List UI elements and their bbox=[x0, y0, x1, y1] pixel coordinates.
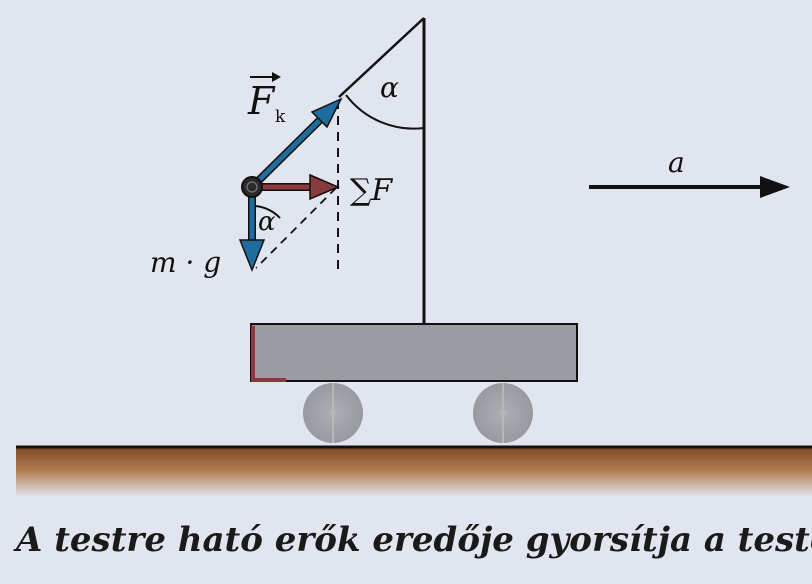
cart-edge-marker bbox=[251, 326, 286, 382]
acceleration-label: a bbox=[668, 146, 685, 179]
pendulum-bob bbox=[241, 176, 263, 198]
cart-wheel-left bbox=[303, 383, 363, 443]
tension-force-arrow bbox=[249, 97, 343, 190]
cart-wheel-right bbox=[473, 383, 533, 443]
svg-text:k: k bbox=[275, 107, 286, 127]
dashed-diagonal bbox=[255, 187, 337, 269]
angle-label-top: α bbox=[380, 71, 399, 104]
angle-arc-top bbox=[345, 94, 425, 130]
string bbox=[338, 17, 425, 98]
angle-label-bottom: α bbox=[258, 207, 276, 237]
tension-label: F k bbox=[247, 72, 286, 127]
net-force-label: ∑F bbox=[350, 173, 393, 208]
weight-label: m · g bbox=[150, 246, 221, 279]
caption: A testre ható erők eredője gyorsítja a t… bbox=[16, 520, 812, 560]
svg-text:F: F bbox=[247, 79, 276, 123]
ground bbox=[16, 447, 812, 497]
cart-body bbox=[250, 323, 578, 382]
acceleration-arrow bbox=[589, 176, 790, 198]
